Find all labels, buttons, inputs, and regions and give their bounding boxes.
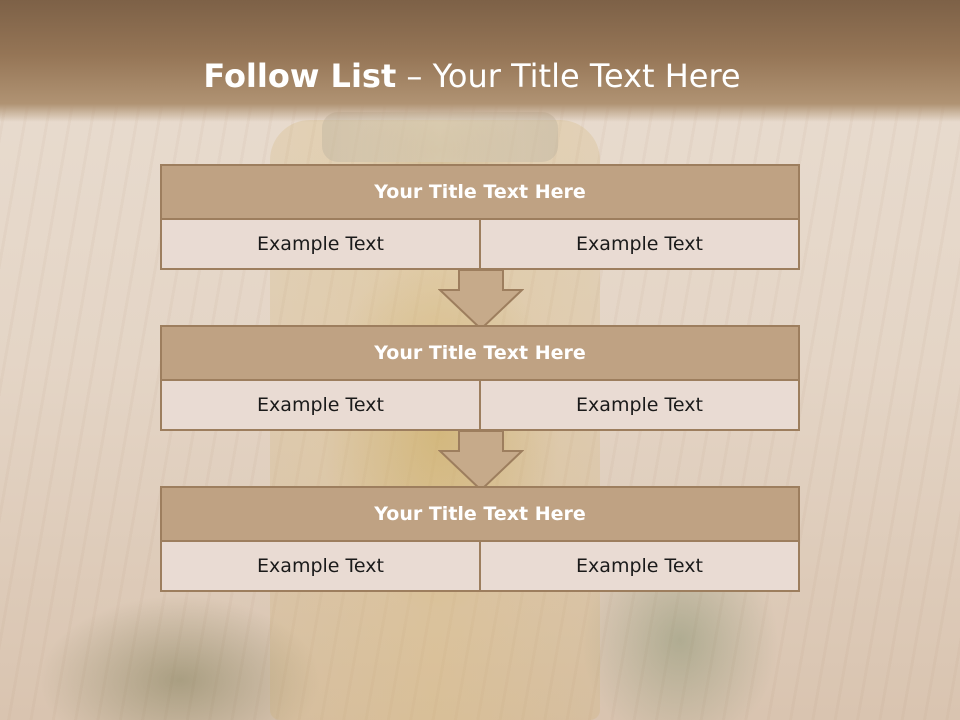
flow-step-cell-left: Example Text xyxy=(160,542,481,592)
down-arrow-icon xyxy=(438,270,524,330)
slide-title-rest: – Your Title Text Here xyxy=(396,57,741,95)
flow-step-title: Your Title Text Here xyxy=(160,164,800,220)
flow-step-2: Your Title Text Here Example Text Exampl… xyxy=(160,325,800,431)
flow-step-cell-left: Example Text xyxy=(160,220,481,270)
flow-step-row: Example Text Example Text xyxy=(160,381,800,431)
flow-step-3: Your Title Text Here Example Text Exampl… xyxy=(160,486,800,592)
flow-step-cell-left: Example Text xyxy=(160,381,481,431)
flow-step-title: Your Title Text Here xyxy=(160,486,800,542)
flow-step-cell-right: Example Text xyxy=(481,542,800,592)
flow-step-row: Example Text Example Text xyxy=(160,542,800,592)
slide-title: Follow List – Your Title Text Here xyxy=(0,52,944,100)
flow-step-cell-right: Example Text xyxy=(481,381,800,431)
flow-step-title: Your Title Text Here xyxy=(160,325,800,381)
down-arrow-icon xyxy=(438,431,524,491)
flow-step-row: Example Text Example Text xyxy=(160,220,800,270)
slide-title-bold: Follow List xyxy=(203,57,397,95)
flow-step-cell-right: Example Text xyxy=(481,220,800,270)
header-band xyxy=(0,0,960,122)
flow-step-1: Your Title Text Here Example Text Exampl… xyxy=(160,164,800,270)
